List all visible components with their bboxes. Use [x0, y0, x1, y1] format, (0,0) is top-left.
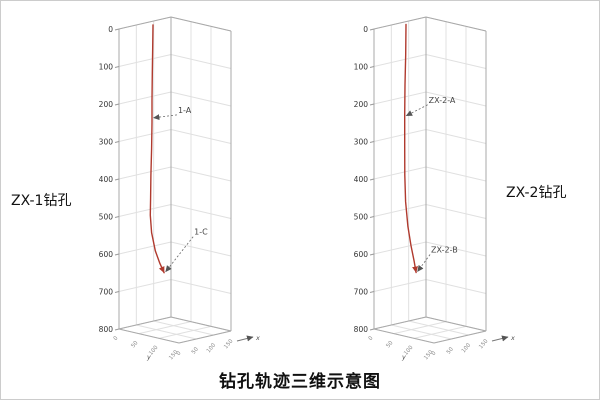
wall-gridline — [373, 128, 487, 144]
z-tick-label: 400 — [354, 175, 369, 184]
annotation-leader — [152, 114, 178, 121]
z-tick-label: 600 — [99, 250, 114, 259]
wall-gridline — [118, 91, 232, 107]
z-tick-label: 500 — [99, 213, 114, 222]
annotation-label: ZX-2-B — [431, 246, 458, 255]
z-tick-label: 100 — [354, 63, 369, 72]
wall-gridline — [118, 128, 232, 144]
box-top-edge — [118, 16, 232, 32]
wall-gridline — [373, 278, 487, 294]
box-floor-edge — [373, 328, 487, 344]
z-tick-label: 0 — [108, 25, 113, 34]
annotation-leader — [405, 104, 428, 117]
floor-tick-label: 50 — [130, 340, 139, 350]
wall-gridline — [373, 203, 487, 219]
floor-tick-label: 150 — [168, 349, 180, 361]
z-tick-label: 700 — [354, 288, 369, 297]
z-tick-label: 200 — [99, 100, 114, 109]
figure-title: 钻孔轨迹三维示意图 — [219, 372, 381, 392]
z-tick-label: 400 — [99, 175, 114, 184]
box-top-edge — [373, 16, 487, 32]
z-tick-label: 300 — [354, 138, 369, 147]
y-axis-label: y — [401, 353, 406, 361]
floor-tick-label: 100 — [148, 344, 160, 356]
floor-tick-label: 100 — [461, 342, 473, 354]
wall-gridline — [118, 203, 232, 219]
wall-gridline — [118, 241, 232, 257]
wall-gridline — [118, 16, 232, 32]
y-axis-label: y — [146, 353, 151, 361]
floor-tick-label: 50 — [191, 346, 200, 356]
floor-tick-label: 150 — [478, 338, 490, 350]
wall-gridline — [373, 16, 487, 32]
wall-gridline — [373, 316, 487, 332]
annotation-label: ZX-2-A — [429, 96, 456, 105]
x-axis-label: x — [510, 334, 515, 342]
floor-tick-label: 100 — [403, 344, 415, 356]
z-tick-label: 500 — [354, 213, 369, 222]
wall-gridline — [373, 166, 487, 182]
plot-zx1-name: ZX-1钻孔 — [11, 193, 72, 209]
trajectory-zx2 — [404, 23, 419, 274]
wall-gridline — [118, 53, 232, 69]
x-axis-arrow — [236, 335, 254, 342]
floor-tick-label: 50 — [385, 340, 394, 350]
floor-tick-label: 0 — [113, 335, 120, 342]
box-floor-edge — [118, 328, 232, 344]
wall-gridline — [118, 166, 232, 182]
floor-tick-label: 100 — [206, 342, 218, 354]
wall-gridline — [118, 316, 232, 332]
z-tick-label: 0 — [363, 25, 368, 34]
floor-tick-label: 0 — [431, 350, 438, 357]
wall-gridline — [118, 278, 232, 294]
z-tick-label: 700 — [99, 288, 114, 297]
floor-tick-label: 150 — [223, 338, 235, 350]
plot-zx2-name: ZX-2钻孔 — [506, 185, 567, 201]
z-tick-label: 800 — [354, 325, 369, 334]
z-tick-label: 300 — [99, 138, 114, 147]
z-tick-label: 100 — [99, 63, 114, 72]
annotation-label: 1-C — [194, 228, 208, 237]
trajectory-zx1 — [149, 24, 165, 274]
z-tick-label: 800 — [99, 325, 114, 334]
floor-tick-label: 0 — [176, 350, 183, 357]
x-axis-arrow — [491, 335, 509, 342]
floor-tick-label: 0 — [368, 335, 375, 342]
z-tick-label: 200 — [354, 100, 369, 109]
annotation-leader — [417, 254, 431, 272]
wall-gridline — [373, 53, 487, 69]
z-tick-label: 600 — [354, 250, 369, 259]
annotation-leader — [165, 236, 194, 273]
floor-tick-label: 150 — [423, 349, 435, 361]
annotation-label: 1-A — [178, 106, 192, 115]
floor-tick-label: 50 — [446, 346, 455, 356]
wall-gridline — [373, 241, 487, 257]
x-axis-label: x — [255, 334, 260, 342]
